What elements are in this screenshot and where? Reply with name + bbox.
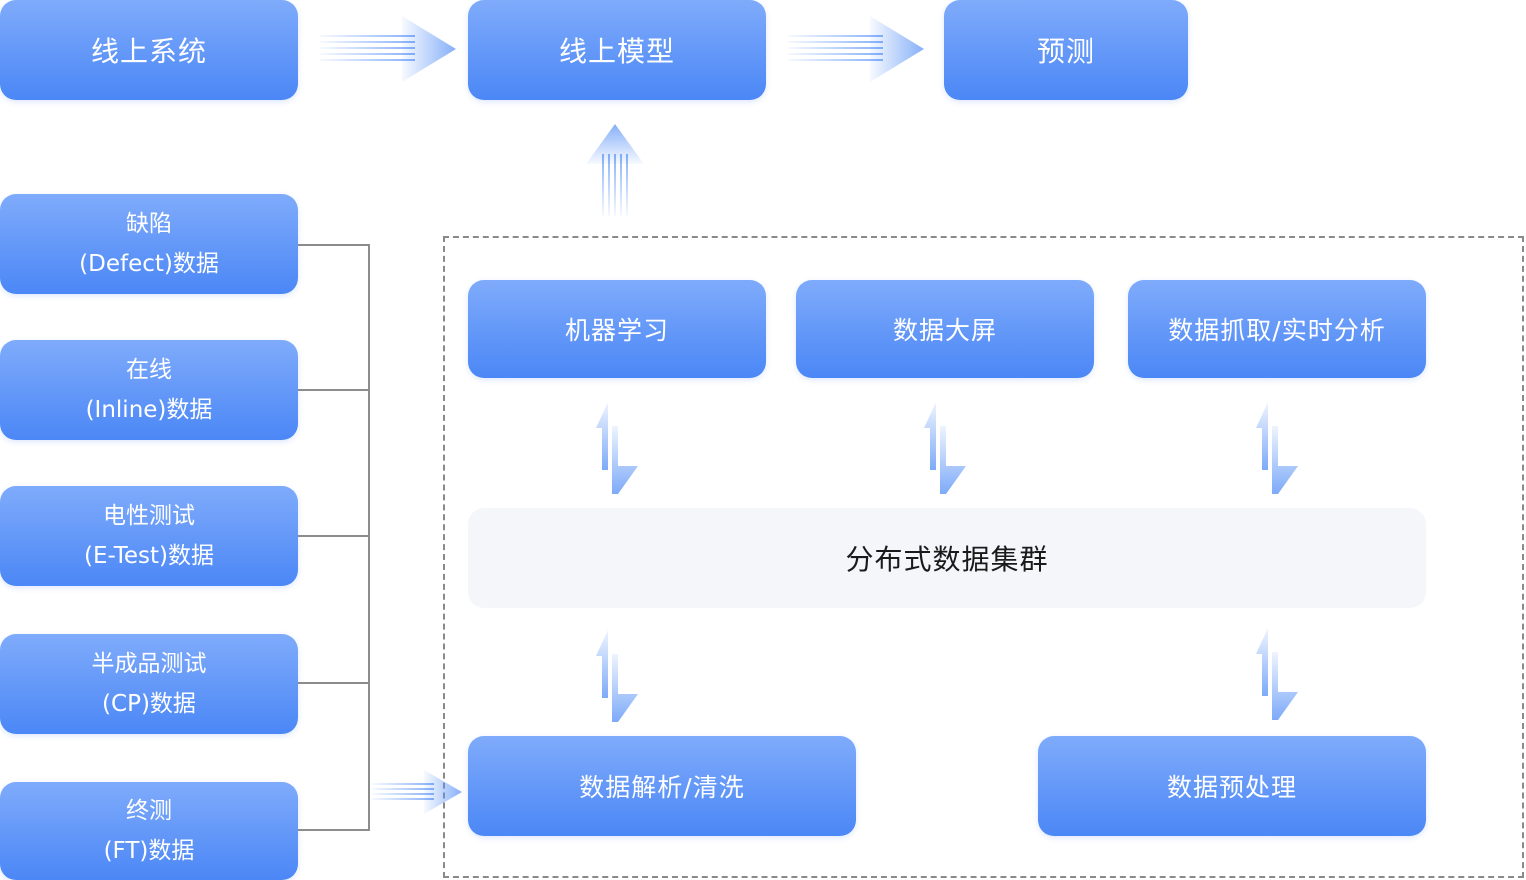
source-box-inline: 在线 (Inline)数据 xyxy=(0,340,298,440)
bidirectional-arrow-icon xyxy=(596,630,638,722)
source-subtitle: (CP)数据 xyxy=(102,691,196,717)
bidirectional-arrow-icon xyxy=(1256,628,1298,720)
source-title: 电性测试 xyxy=(103,503,195,529)
source-title: 半成品测试 xyxy=(91,651,207,677)
source-title: 终测 xyxy=(126,798,172,824)
platform-frame xyxy=(443,236,1524,878)
connector-line xyxy=(298,829,369,831)
distributed-data-cluster-label: 分布式数据集群 xyxy=(845,543,1049,576)
connector-line xyxy=(298,389,369,391)
online-model-box: 线上模型 xyxy=(468,0,766,100)
distributed-data-cluster-box: 分布式数据集群 xyxy=(468,508,1426,608)
prediction-box: 预测 xyxy=(944,0,1188,100)
prediction-label: 预测 xyxy=(1036,35,1095,68)
data-preprocessing-label: 数据预处理 xyxy=(1166,773,1297,802)
data-capture-analysis-label: 数据抓取/实时分析 xyxy=(1168,316,1386,345)
source-box-defect: 缺陷 (Defect)数据 xyxy=(0,194,298,294)
source-title: 缺陷 xyxy=(126,211,172,237)
online-model-label: 线上模型 xyxy=(558,35,675,68)
machine-learning-label: 机器学习 xyxy=(564,316,669,345)
data-preprocessing-box: 数据预处理 xyxy=(1038,736,1426,836)
bidirectional-arrow-icon xyxy=(924,402,966,494)
bidirectional-arrow-icon xyxy=(1256,402,1298,494)
arrow-right-icon xyxy=(320,16,456,82)
source-subtitle: (FT)数据 xyxy=(103,838,195,864)
data-dashboard-box: 数据大屏 xyxy=(796,280,1094,378)
online-system-box: 线上系统 xyxy=(0,0,298,100)
data-parsing-cleaning-label: 数据解析/清洗 xyxy=(579,773,745,802)
source-box-ft: 终测 (FT)数据 xyxy=(0,782,298,880)
bidirectional-arrow-icon xyxy=(596,402,638,494)
source-box-cp: 半成品测试 (CP)数据 xyxy=(0,634,298,734)
source-subtitle: (Defect)数据 xyxy=(79,251,219,277)
source-subtitle: (Inline)数据 xyxy=(85,397,213,423)
connector-line xyxy=(298,682,369,684)
source-box-etest: 电性测试 (E-Test)数据 xyxy=(0,486,298,586)
online-system-label: 线上系统 xyxy=(90,35,207,68)
connector-line xyxy=(298,535,369,537)
data-capture-analysis-box: 数据抓取/实时分析 xyxy=(1128,280,1426,378)
arrow-up-icon xyxy=(586,124,644,216)
bracket-line xyxy=(368,244,370,831)
data-parsing-cleaning-box: 数据解析/清洗 xyxy=(468,736,856,836)
arrow-right-icon xyxy=(372,770,462,814)
arrow-right-icon xyxy=(788,16,924,82)
source-title: 在线 xyxy=(126,357,172,383)
data-dashboard-label: 数据大屏 xyxy=(892,316,997,345)
machine-learning-box: 机器学习 xyxy=(468,280,766,378)
connector-line xyxy=(298,244,369,246)
source-subtitle: (E-Test)数据 xyxy=(84,543,214,569)
